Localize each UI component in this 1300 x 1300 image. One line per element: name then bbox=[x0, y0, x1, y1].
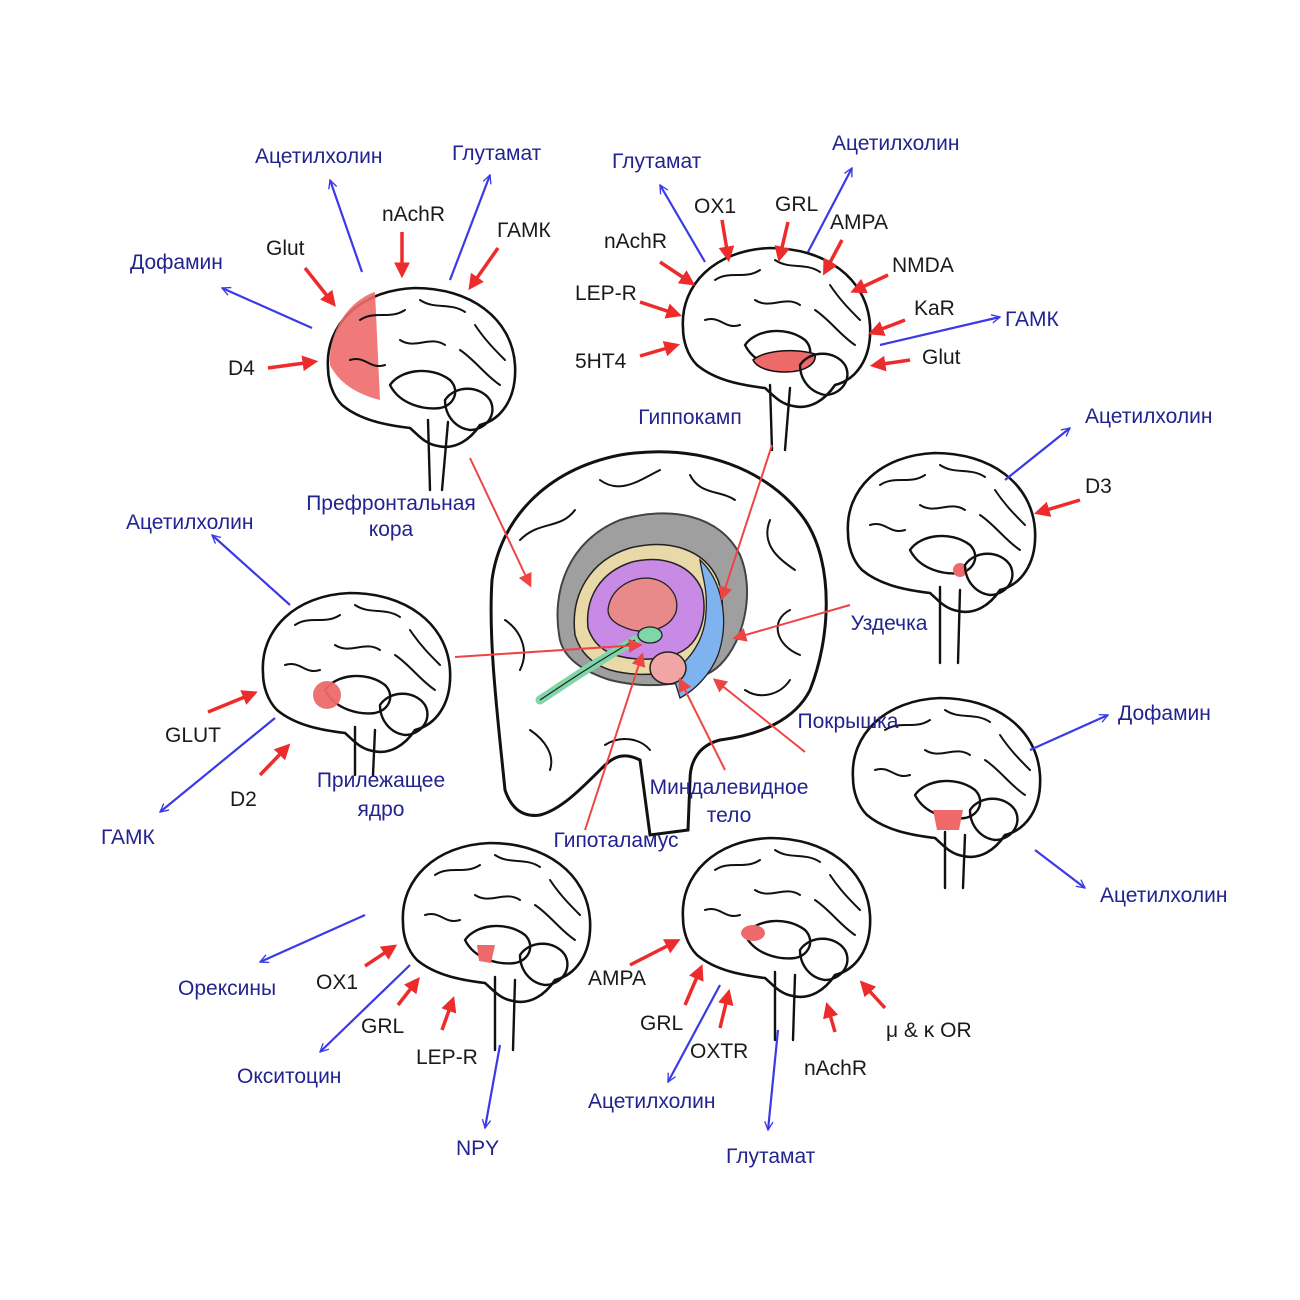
central-head-illustration bbox=[489, 450, 828, 837]
accumbens-brain bbox=[261, 591, 452, 777]
label-hypothalamus-npy: NPY bbox=[456, 1137, 499, 1160]
amygdala-brain bbox=[681, 836, 872, 1042]
label-hippocampus-nachr: nAchR bbox=[604, 230, 667, 253]
label-habenula-acetylcholine: Ацетилхолин bbox=[1085, 405, 1212, 428]
label-accumbens-line2: ядро bbox=[358, 798, 405, 821]
label-accumbens-d2: D2 bbox=[230, 788, 257, 811]
label-amygdala-line1: Миндалевидное bbox=[650, 776, 809, 799]
label-amygdala-line2: тело bbox=[707, 804, 752, 827]
label-hippocampus-lepr: LEP-R bbox=[575, 282, 637, 305]
center-connectors bbox=[454, 444, 851, 831]
label-habenula-d3: D3 bbox=[1085, 475, 1112, 498]
label-hypothalamus: Гипоталамус bbox=[554, 829, 679, 852]
label-habenula: Уздечка bbox=[851, 612, 928, 635]
output-arrows bbox=[160, 168, 1108, 1130]
label-prefrontal-d4: D4 bbox=[228, 357, 255, 380]
label-amygdala-acetylcholine: Ацетилхолин bbox=[588, 1090, 715, 1113]
hippocampus-brain bbox=[681, 246, 872, 452]
labels: Ацетилхолин Глутамат Дофамин Glut nAchR … bbox=[101, 132, 1227, 1168]
label-hippocampus: Гиппокамп bbox=[638, 406, 741, 429]
label-hypothalamus-lepr: LEP-R bbox=[416, 1046, 478, 1069]
label-accumbens-glut: GLUT bbox=[165, 724, 221, 747]
label-amygdala-glutamate: Глутамат bbox=[726, 1145, 816, 1168]
label-hippocampus-glutamate: Глутамат bbox=[612, 150, 702, 173]
hypothalamus-brain bbox=[401, 841, 592, 1052]
label-prefrontal-line2: кора bbox=[369, 518, 414, 541]
label-hippocampus-gaba: ГАМК bbox=[1005, 308, 1059, 331]
label-hippocampus-acetylcholine: Ацетилхолин bbox=[832, 132, 959, 155]
label-prefrontal-gaba: ГАМК bbox=[497, 219, 551, 242]
label-tegmentum: Покрышка bbox=[798, 710, 899, 733]
label-hypothalamus-oxytocin: Окситоцин bbox=[237, 1065, 341, 1088]
label-hippocampus-grl: GRL bbox=[775, 193, 818, 216]
label-accumbens-gaba: ГАМК bbox=[101, 826, 155, 849]
label-hypothalamus-grl: GRL bbox=[361, 1015, 404, 1038]
tegmentum-brain bbox=[851, 696, 1042, 890]
label-hippocampus-kar: KaR bbox=[914, 297, 955, 320]
label-amygdala-nachr: nAchR bbox=[804, 1057, 867, 1080]
connector-accumbens bbox=[454, 638, 643, 658]
receptor-arrows bbox=[207, 219, 1081, 1033]
connector-amygdala bbox=[678, 677, 726, 771]
label-hypothalamus-ox1: OX1 bbox=[316, 971, 358, 994]
label-hippocampus-glut: Glut bbox=[922, 346, 961, 369]
label-prefrontal-glut: Glut bbox=[266, 237, 305, 260]
connector-hippocampus bbox=[718, 444, 773, 601]
label-amygdala-opioid: μ & κ OR bbox=[886, 1019, 972, 1042]
label-prefrontal-acetylcholine: Ацетилхолин bbox=[255, 145, 382, 168]
label-hippocampus-ox1: OX1 bbox=[694, 195, 736, 218]
connector-hypothalamus bbox=[584, 652, 646, 831]
label-hippocampus-nmda: NMDA bbox=[892, 254, 954, 277]
label-accumbens-acetylcholine: Ацетилхолин bbox=[126, 511, 253, 534]
label-tegmentum-dopamine: Дофамин bbox=[1118, 702, 1211, 725]
label-hippocampus-ampa: AMPA bbox=[830, 211, 888, 234]
label-hypothalamus-orexins: Орексины bbox=[178, 977, 276, 1000]
label-prefrontal-dopamine: Дофамин bbox=[130, 251, 223, 274]
label-amygdala-grl: GRL bbox=[640, 1012, 683, 1035]
connector-tegmentum bbox=[712, 678, 806, 753]
label-prefrontal-nachr: nAchR bbox=[382, 203, 445, 226]
label-prefrontal-line1: Префронтальная bbox=[306, 492, 476, 515]
connector-habenula bbox=[732, 604, 851, 642]
label-tegmentum-acetylcholine: Ацетилхолин bbox=[1100, 884, 1227, 907]
label-accumbens-line1: Прилежащее bbox=[317, 769, 445, 792]
connector-prefrontal bbox=[469, 457, 532, 588]
label-amygdala-oxtr: OXTR bbox=[690, 1040, 748, 1063]
label-prefrontal-glutamate: Глутамат bbox=[452, 142, 542, 165]
label-amygdala-ampa: AMPA bbox=[588, 967, 646, 990]
prefrontal-brain bbox=[326, 286, 517, 492]
label-hippocampus-5ht4: 5HT4 bbox=[575, 350, 627, 373]
habenula-brain bbox=[846, 451, 1037, 665]
